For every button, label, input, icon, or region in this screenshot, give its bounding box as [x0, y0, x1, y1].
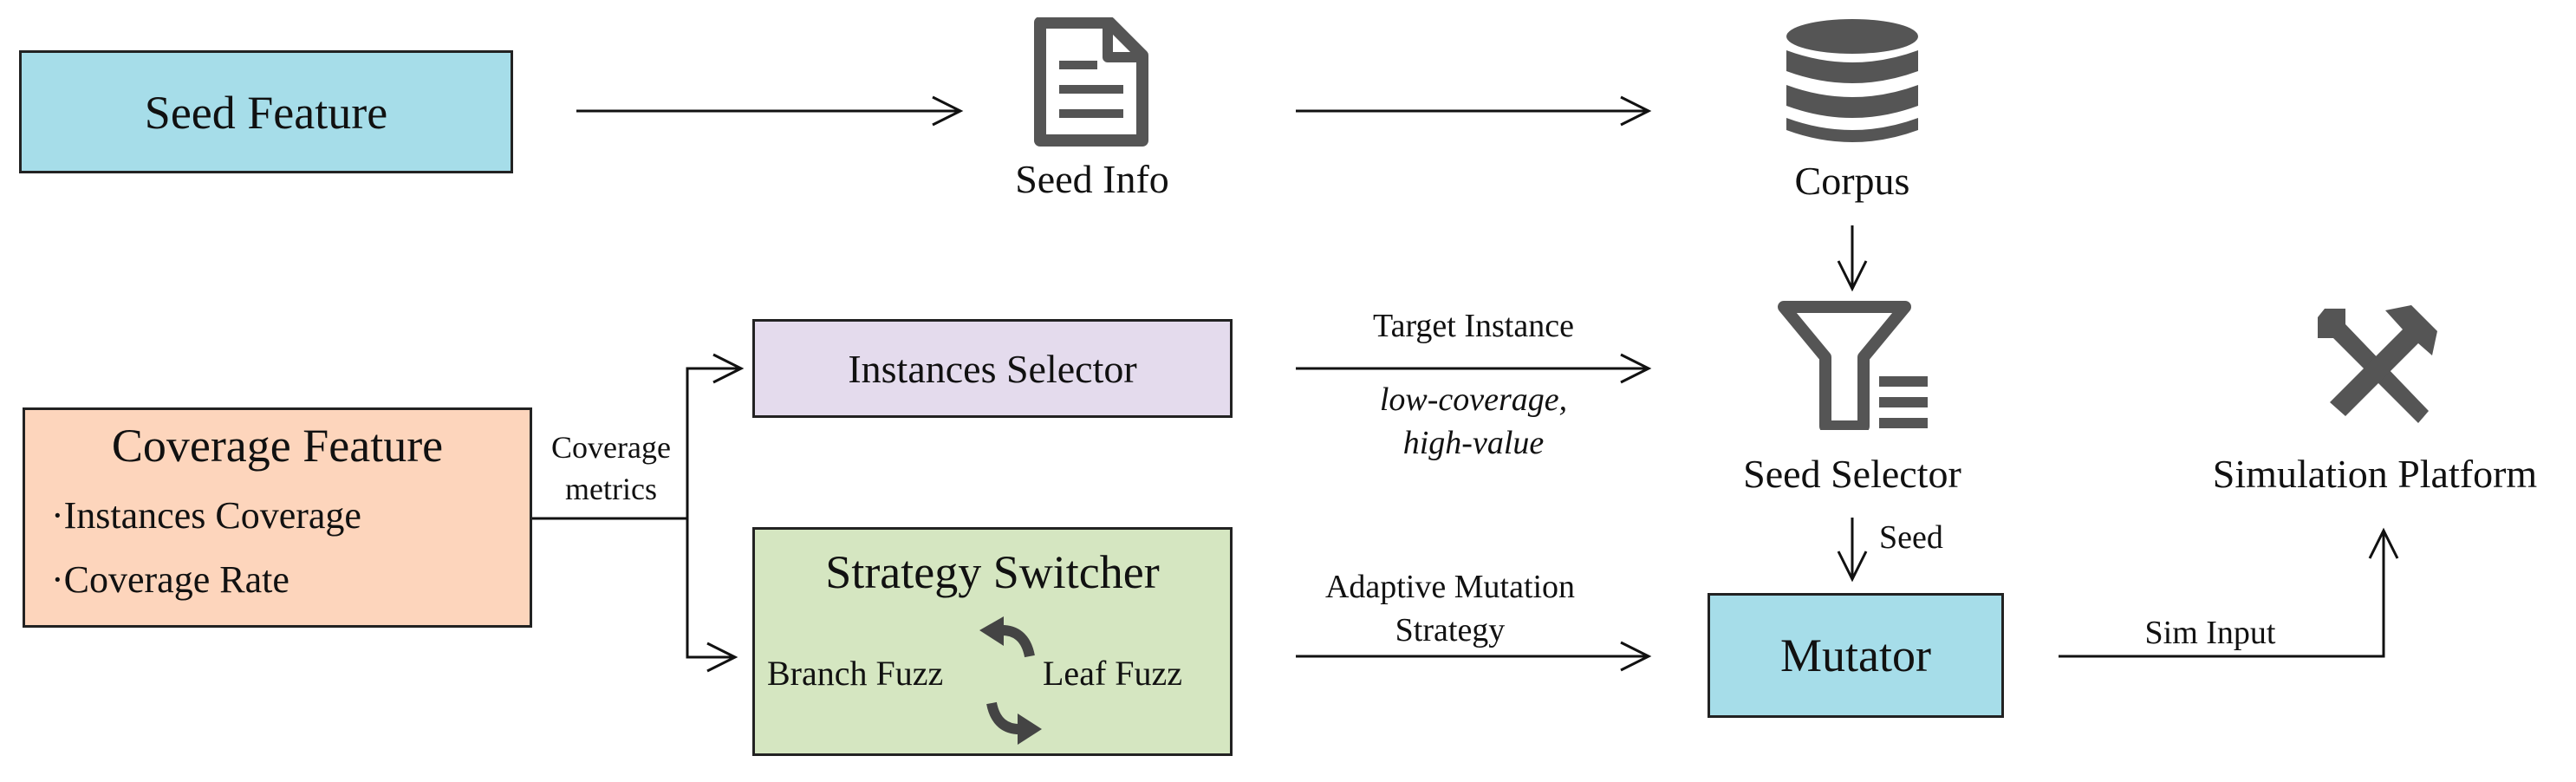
instances-selector-box: Instances Selector — [752, 319, 1233, 418]
seed-info-label: Seed Info — [1015, 157, 1169, 201]
adaptive-mutation-label: Adaptive Mutation Strategy — [1296, 565, 1604, 652]
target-note-line1: low-coverage, — [1379, 381, 1568, 418]
branch-fuzz-label: Branch Fuzz — [767, 654, 944, 693]
target-note-line2: high-value — [1402, 425, 1545, 461]
strategy-switcher-title: Strategy Switcher — [825, 546, 1160, 598]
instances-selector-label: Instances Selector — [848, 347, 1137, 391]
document-icon — [1034, 17, 1148, 147]
coverage-feature-title: Coverage Feature — [111, 420, 444, 472]
cycle-arrow-icon — [979, 616, 1042, 745]
seed-edge-label: Seed — [1879, 519, 1943, 556]
seed-selector-label: Seed Selector — [1743, 452, 1961, 496]
corpus-label: Corpus — [1794, 159, 1910, 203]
mutator-box: Mutator — [1708, 593, 2004, 718]
mutator-label: Mutator — [1780, 629, 1931, 681]
arrow-to-instances-selector — [686, 353, 745, 518]
target-instance-label: Target Instance — [1373, 308, 1574, 344]
adaptive-line2: Strategy — [1395, 612, 1506, 648]
adaptive-line1: Adaptive Mutation — [1324, 569, 1576, 605]
coverage-item-instances: ·Instances Coverage — [51, 494, 361, 537]
arrow-to-strategy-switcher — [686, 518, 738, 673]
sim-input-label: Sim Input — [2144, 615, 2276, 651]
simulation-platform-label: Simulation Platform — [2212, 452, 2538, 496]
coverage-metrics-label: Coverage metrics — [537, 427, 685, 510]
arrow-mutator-simplatform — [2059, 527, 2399, 658]
coverage-metrics-line2: metrics — [565, 472, 657, 506]
coverage-metrics-line1: Coverage — [551, 430, 671, 465]
seed-feature-box: Seed Feature — [19, 50, 513, 173]
tools-icon — [2318, 305, 2437, 423]
target-instance-note: low-coverage, high-value — [1296, 378, 1651, 465]
leaf-fuzz-label: Leaf Fuzz — [1043, 654, 1183, 693]
strategy-switcher-box: Strategy Switcher Branch Fuzz Leaf Fuzz — [752, 527, 1233, 756]
coverage-feature-box: Coverage Feature ·Instances Coverage ·Co… — [23, 407, 532, 628]
filter-icon — [1778, 301, 1928, 430]
coverage-item-rate: ·Coverage Rate — [51, 558, 289, 601]
seed-feature-label: Seed Feature — [144, 87, 388, 139]
database-icon — [1786, 19, 1918, 142]
